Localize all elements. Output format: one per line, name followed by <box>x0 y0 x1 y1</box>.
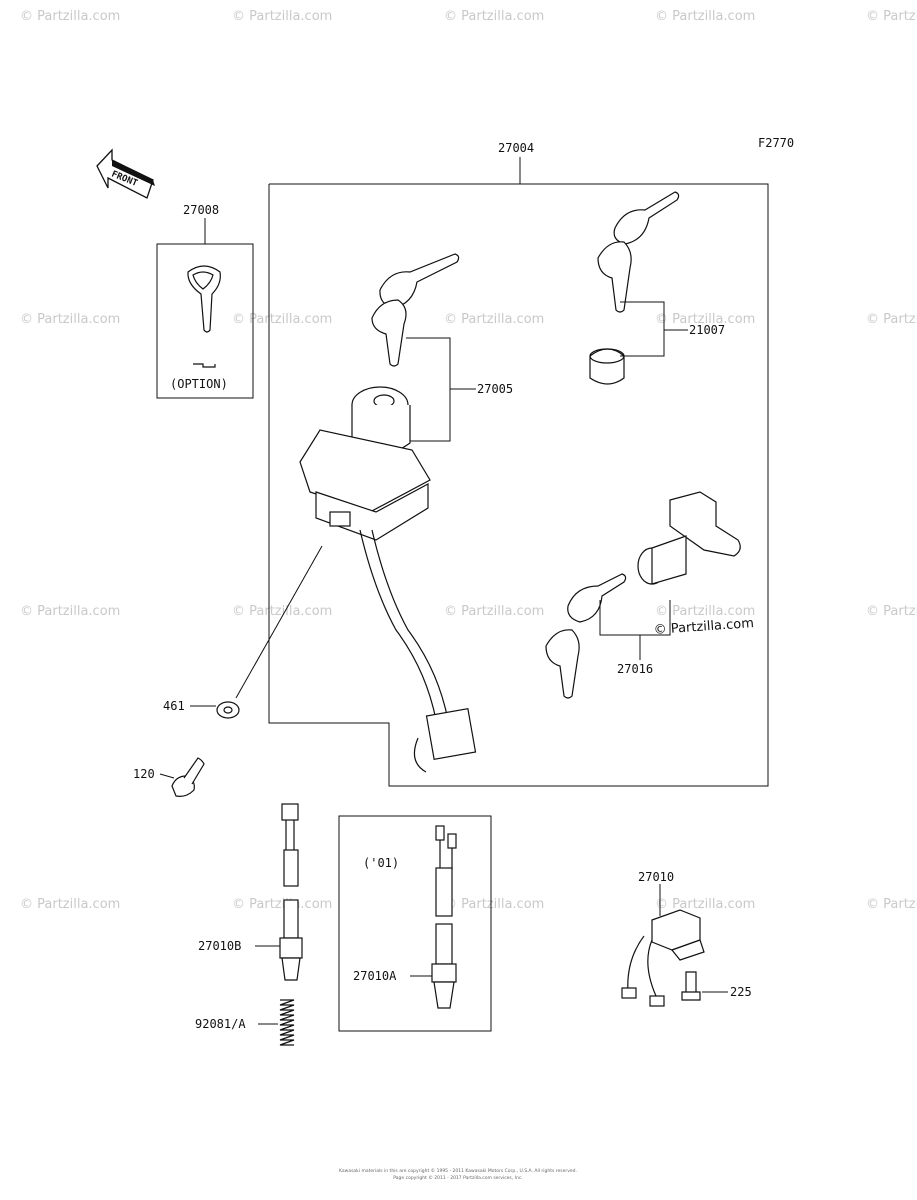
callout-225: 225 <box>730 985 752 999</box>
callout-27010A: 27010A <box>353 969 397 983</box>
footer-line-2: Page copyright © 2011 - 2017 Partzilla.c… <box>393 1174 522 1181</box>
callout-461: 461 <box>163 699 185 713</box>
switch-27010A-icon <box>431 825 457 1009</box>
seat-lock-icon <box>637 491 741 585</box>
bracket-27016 <box>599 600 671 636</box>
watermark-text: © Partzilla.com <box>866 9 917 24</box>
screw-icon <box>681 971 701 1001</box>
watermark-text: © Partzilla.com <box>866 897 917 912</box>
watermark-text: © Partzilla.com <box>232 312 332 327</box>
callout-27016: 27016 <box>617 662 653 676</box>
leader-461-diag <box>235 545 323 699</box>
watermark-text: © Partzilla.com <box>20 9 120 24</box>
assembly-outline-27004 <box>268 183 769 787</box>
bracket-21007 <box>620 301 665 357</box>
key-cylinder-keys-icon <box>589 191 680 385</box>
watermark-text: © Partzilla.com <box>655 604 755 619</box>
watermark-text: © Partzilla.com <box>655 897 755 912</box>
watermark-text: © Partzilla.com <box>232 9 332 24</box>
callout-27010: 27010 <box>638 870 674 884</box>
bolt-icon <box>171 757 205 797</box>
callout-92081A: 92081/A <box>195 1017 246 1031</box>
watermark-text: © Partzilla.com <box>866 312 917 327</box>
watermark-text: © Partzilla.com <box>655 312 755 327</box>
option-label: (OPTION) <box>170 377 228 391</box>
watermark-text: © Partzilla.com <box>444 604 544 619</box>
watermark-text: © Partzilla.com <box>232 897 332 912</box>
bracket-27005 <box>406 337 451 442</box>
watermark-text: © Partzilla.com <box>655 9 755 24</box>
callout-27010B: 27010B <box>198 939 241 953</box>
leader-120 <box>159 773 175 779</box>
watermark-text: © Partzilla.com <box>444 897 544 912</box>
washer-icon <box>216 701 240 719</box>
watermark-text: © Partzilla.com <box>444 9 544 24</box>
year-01-box <box>338 815 492 1032</box>
footer-line-1: Kawasaki materials in this are copyright… <box>339 1167 577 1174</box>
seat-lock-keys-icon <box>545 573 627 699</box>
callout-27008: 27008 <box>183 203 219 217</box>
callout-21007: 21007 <box>689 323 725 337</box>
switch-27010-icon <box>621 909 705 1007</box>
ignition-keys-icon <box>371 253 460 367</box>
year-label: ('01) <box>363 856 399 870</box>
option-dash-icon <box>193 363 216 368</box>
watermark-text: © Partzilla.com <box>20 312 120 327</box>
ignition-switch-icon <box>299 386 431 541</box>
callout-27004: 27004 <box>498 141 534 155</box>
watermark-text: © Partzilla.com <box>20 897 120 912</box>
watermark-text: © Partzilla.com <box>866 604 917 619</box>
front-arrow-icon: FRONT <box>96 148 155 199</box>
watermark-text: © Partzilla.com <box>20 604 120 619</box>
callout-120: 120 <box>133 767 155 781</box>
option-key-icon <box>187 265 221 333</box>
figure-code: F2770 <box>758 136 794 150</box>
callout-27005: 27005 <box>477 382 513 396</box>
switch-27010B-icon <box>279 803 303 981</box>
watermark-grid: © Partzilla.com© Partzilla.com© Partzill… <box>20 9 917 912</box>
spring-icon <box>279 999 295 1046</box>
copyright-tag: © Partzilla.com <box>653 616 754 638</box>
wiring-harness-icon <box>359 529 477 773</box>
watermark-text: © Partzilla.com <box>232 604 332 619</box>
watermark-text: © Partzilla.com <box>444 312 544 327</box>
